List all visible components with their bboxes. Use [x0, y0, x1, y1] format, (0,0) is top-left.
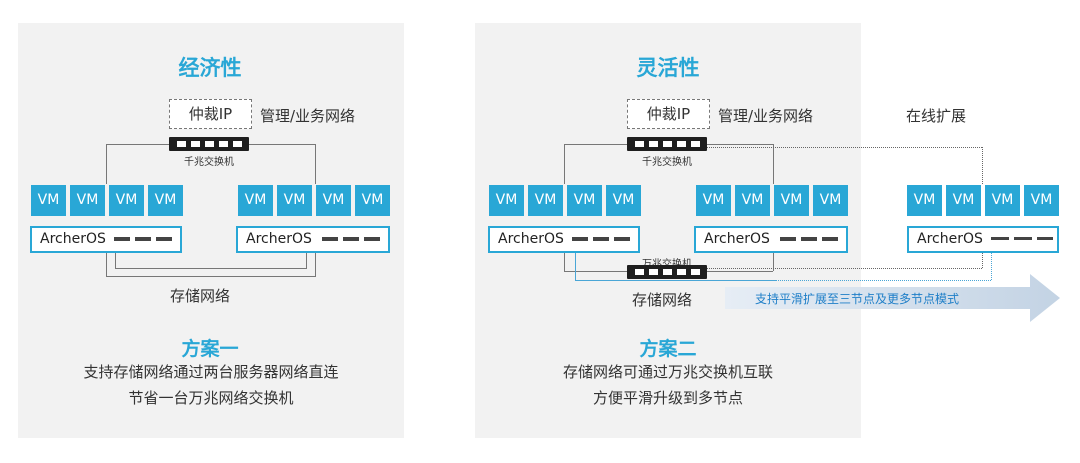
- panel1-switch-label: 千兆交换机: [184, 157, 234, 168]
- vm-box: VM: [946, 185, 981, 216]
- panel2-storage-line: [707, 271, 773, 272]
- disk-icon: [1037, 237, 1053, 240]
- panel2-storage-blue-line: [575, 280, 775, 281]
- vm-box: VM: [696, 185, 731, 216]
- expansion-node-archeros: ArcherOS: [907, 226, 1059, 253]
- panel1-storage-line: [106, 253, 107, 276]
- panel2-10g-switch: [627, 265, 707, 279]
- panel2-network-label: 管理/业务网络: [718, 107, 814, 125]
- expansion-storage-blue-dotted-drop: [991, 253, 992, 280]
- panel1-title: 经济性: [178, 56, 242, 80]
- vm-box: VM: [489, 185, 524, 216]
- panel1-storage-line: [315, 253, 316, 276]
- disk-icon: [135, 237, 151, 241]
- expansion-storage-blue-dotted-line: [775, 280, 991, 281]
- vm-box: VM: [774, 185, 809, 216]
- panel2-mgmt-line-right: [707, 144, 773, 145]
- vm-box: VM: [985, 185, 1020, 216]
- panel1-arbitration-ip: 仲裁IP: [169, 99, 252, 129]
- vm-box: VM: [238, 185, 273, 216]
- disk-icon: [801, 237, 817, 241]
- vm-box: VM: [735, 185, 770, 216]
- archeros-label: ArcherOS: [246, 231, 312, 247]
- disk-icon: [156, 237, 172, 241]
- vm-box: VM: [70, 185, 105, 216]
- panel1-node-left-archeros: ArcherOS: [30, 226, 182, 253]
- expansion-title: 在线扩展: [906, 107, 967, 125]
- panel1-storage-line: [306, 253, 307, 268]
- panel2-switch-label: 千兆交换机: [642, 157, 692, 168]
- panel2-mgmt-line-left: [564, 144, 627, 145]
- archeros-label: ArcherOS: [40, 231, 106, 247]
- vm-box: VM: [528, 185, 563, 216]
- disk-icon: [991, 237, 1009, 240]
- vm-box: VM: [148, 185, 183, 216]
- panel1-mgmt-drop-right: [315, 144, 316, 184]
- archeros-label: ArcherOS: [704, 231, 770, 247]
- panel1-node-right-archeros: ArcherOS: [236, 226, 390, 253]
- disk-icon: [572, 237, 588, 241]
- panel1-mgmt-line-left: [106, 144, 169, 145]
- disk-icon: [593, 237, 609, 241]
- panel1-mgmt-drop-left: [106, 144, 107, 184]
- panel2-node-left-archeros: ArcherOS: [488, 226, 640, 253]
- vm-box: VM: [1024, 185, 1059, 216]
- panel2-arbitration-ip: 仲裁IP: [627, 99, 710, 129]
- disk-icon: [114, 237, 130, 241]
- disk-icon: [1014, 237, 1032, 240]
- vm-box: VM: [31, 185, 66, 216]
- panel2-mgmt-drop-left: [564, 144, 565, 184]
- disk-icon: [322, 237, 338, 241]
- disk-icon: [780, 237, 796, 241]
- panel2-title: 灵活性: [636, 56, 700, 80]
- panel2-desc-line2: 方便平滑升级到多节点: [592, 389, 743, 407]
- panel1-storage-line: [106, 276, 316, 277]
- panel2-storage-line: [564, 271, 627, 272]
- disk-icon: [614, 237, 630, 241]
- panel2-storage-blue-line: [575, 253, 576, 280]
- archeros-label: ArcherOS: [917, 231, 983, 247]
- panel2-storage-line: [773, 253, 774, 271]
- archeros-label: ArcherOS: [498, 231, 564, 247]
- panel1-plan-title: 方案一: [181, 338, 239, 360]
- expansion-storage-dotted-drop: [982, 253, 983, 268]
- panel2-storage-label: 存储网络: [632, 291, 693, 309]
- vm-box: VM: [277, 185, 312, 216]
- vm-box: VM: [813, 185, 848, 216]
- expansion-arrow: [725, 274, 1060, 322]
- panel1-gigabit-switch: [169, 137, 249, 151]
- panel2-switch2-label: 万兆交换机: [617, 255, 717, 270]
- vm-box: VM: [109, 185, 144, 216]
- panel2-plan-title: 方案二: [639, 338, 697, 360]
- panel1-storage-line: [115, 253, 116, 268]
- vm-box: VM: [606, 185, 641, 216]
- panel2-desc-line1: 存储网络可通过万兆交换机互联: [562, 363, 773, 381]
- panel2-node-right-archeros: ArcherOS: [694, 226, 848, 253]
- disk-icon: [343, 237, 359, 241]
- panel2-mgmt-drop-right: [773, 144, 774, 184]
- panel2-gigabit-switch: [627, 137, 707, 151]
- panel1-storage-line: [115, 268, 307, 269]
- expansion-mgmt-dotted-drop: [982, 147, 983, 184]
- panel1-mgmt-line-right: [249, 144, 315, 145]
- vm-box: VM: [907, 185, 942, 216]
- disk-icon: [822, 237, 838, 241]
- panel1-network-label: 管理/业务网络: [260, 107, 356, 125]
- disk-icon: [364, 237, 380, 241]
- panel1-storage-label: 存储网络: [170, 287, 231, 305]
- panel1-desc-line2: 节省一台万兆网络交换机: [128, 389, 294, 407]
- vm-box: VM: [355, 185, 390, 216]
- vm-box: VM: [567, 185, 602, 216]
- vm-box: VM: [316, 185, 351, 216]
- expansion-arrow-text: 支持平滑扩展至三节点及更多节点模式: [755, 292, 960, 306]
- panel1-desc-line1: 支持存储网络通过两台服务器网络直连: [83, 363, 339, 381]
- expansion-mgmt-dotted-line: [707, 147, 982, 148]
- expansion-storage-dotted-line: [707, 268, 982, 269]
- panel2-storage-line: [564, 253, 565, 271]
